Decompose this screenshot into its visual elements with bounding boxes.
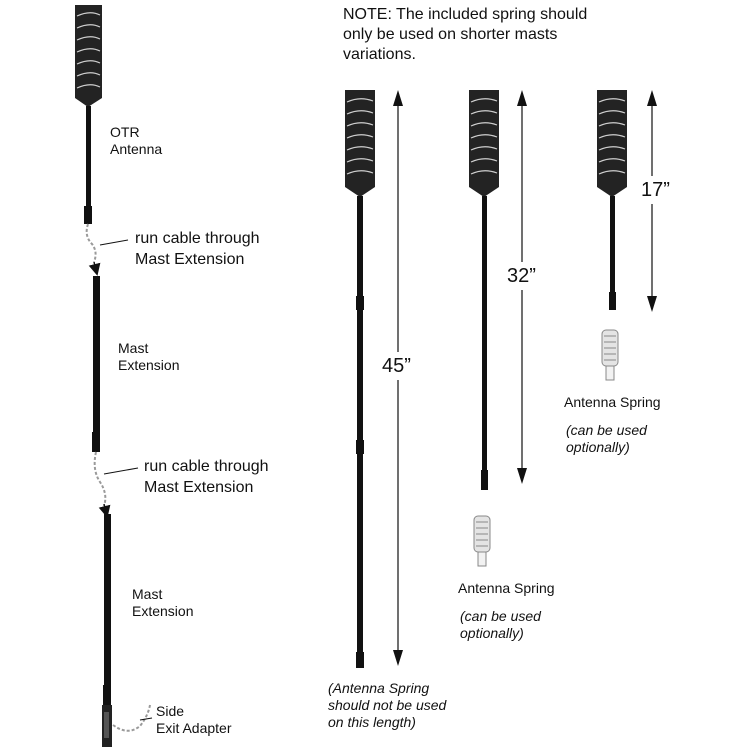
note-text: NOTE: The included spring should only be… <box>343 5 587 65</box>
height-label-32: 32” <box>507 265 536 287</box>
otr-antenna-head <box>75 5 102 107</box>
cable-segment-2 <box>93 451 139 518</box>
antenna-spring-32 <box>473 515 491 567</box>
mast-extension-label-2: Mast Extension <box>132 586 194 619</box>
no-spring-footnote: (Antenna Spring should not be used on th… <box>328 680 447 730</box>
antenna-45-mast <box>356 196 364 668</box>
antenna-spring-label-32: Antenna Spring <box>458 580 555 596</box>
antenna-spring-17 <box>601 329 619 381</box>
antenna-32-head <box>469 90 499 197</box>
spring-optional-note-17: (can be used optionally) <box>566 422 647 455</box>
mast-extension-1 <box>92 276 100 452</box>
cable-segment-1 <box>85 223 129 276</box>
run-cable-label-2: run cable through Mast Extension <box>144 458 269 496</box>
antenna-17-head <box>597 90 627 197</box>
dimension-arrow-17 <box>638 90 680 312</box>
otr-antenna-whip <box>84 106 92 224</box>
antenna-45-head <box>345 90 375 197</box>
spring-optional-note-32: (can be used optionally) <box>460 608 541 641</box>
otr-antenna-label: OTR Antenna <box>110 124 163 157</box>
height-label-45: 45” <box>382 355 411 377</box>
antenna-32-mast <box>481 196 488 490</box>
dimension-arrow-45 <box>378 90 420 666</box>
side-exit-adapter-label: Side Exit Adapter <box>156 703 232 736</box>
height-label-17: 17” <box>641 179 670 201</box>
mast-extension-2 <box>103 514 111 705</box>
antenna-17-mast <box>609 196 616 310</box>
note-line-3: variations. <box>343 46 416 63</box>
run-cable-label-1: run cable through Mast Extension <box>135 230 260 268</box>
note-line-2: only be used on shorter masts <box>343 26 558 43</box>
side-exit-adapter <box>102 704 153 747</box>
note-line-1: NOTE: The included spring should <box>343 6 588 23</box>
antenna-spring-label-17: Antenna Spring <box>564 394 661 410</box>
dimension-arrow-32 <box>504 90 546 484</box>
mast-extension-label-1: Mast Extension <box>118 340 180 373</box>
